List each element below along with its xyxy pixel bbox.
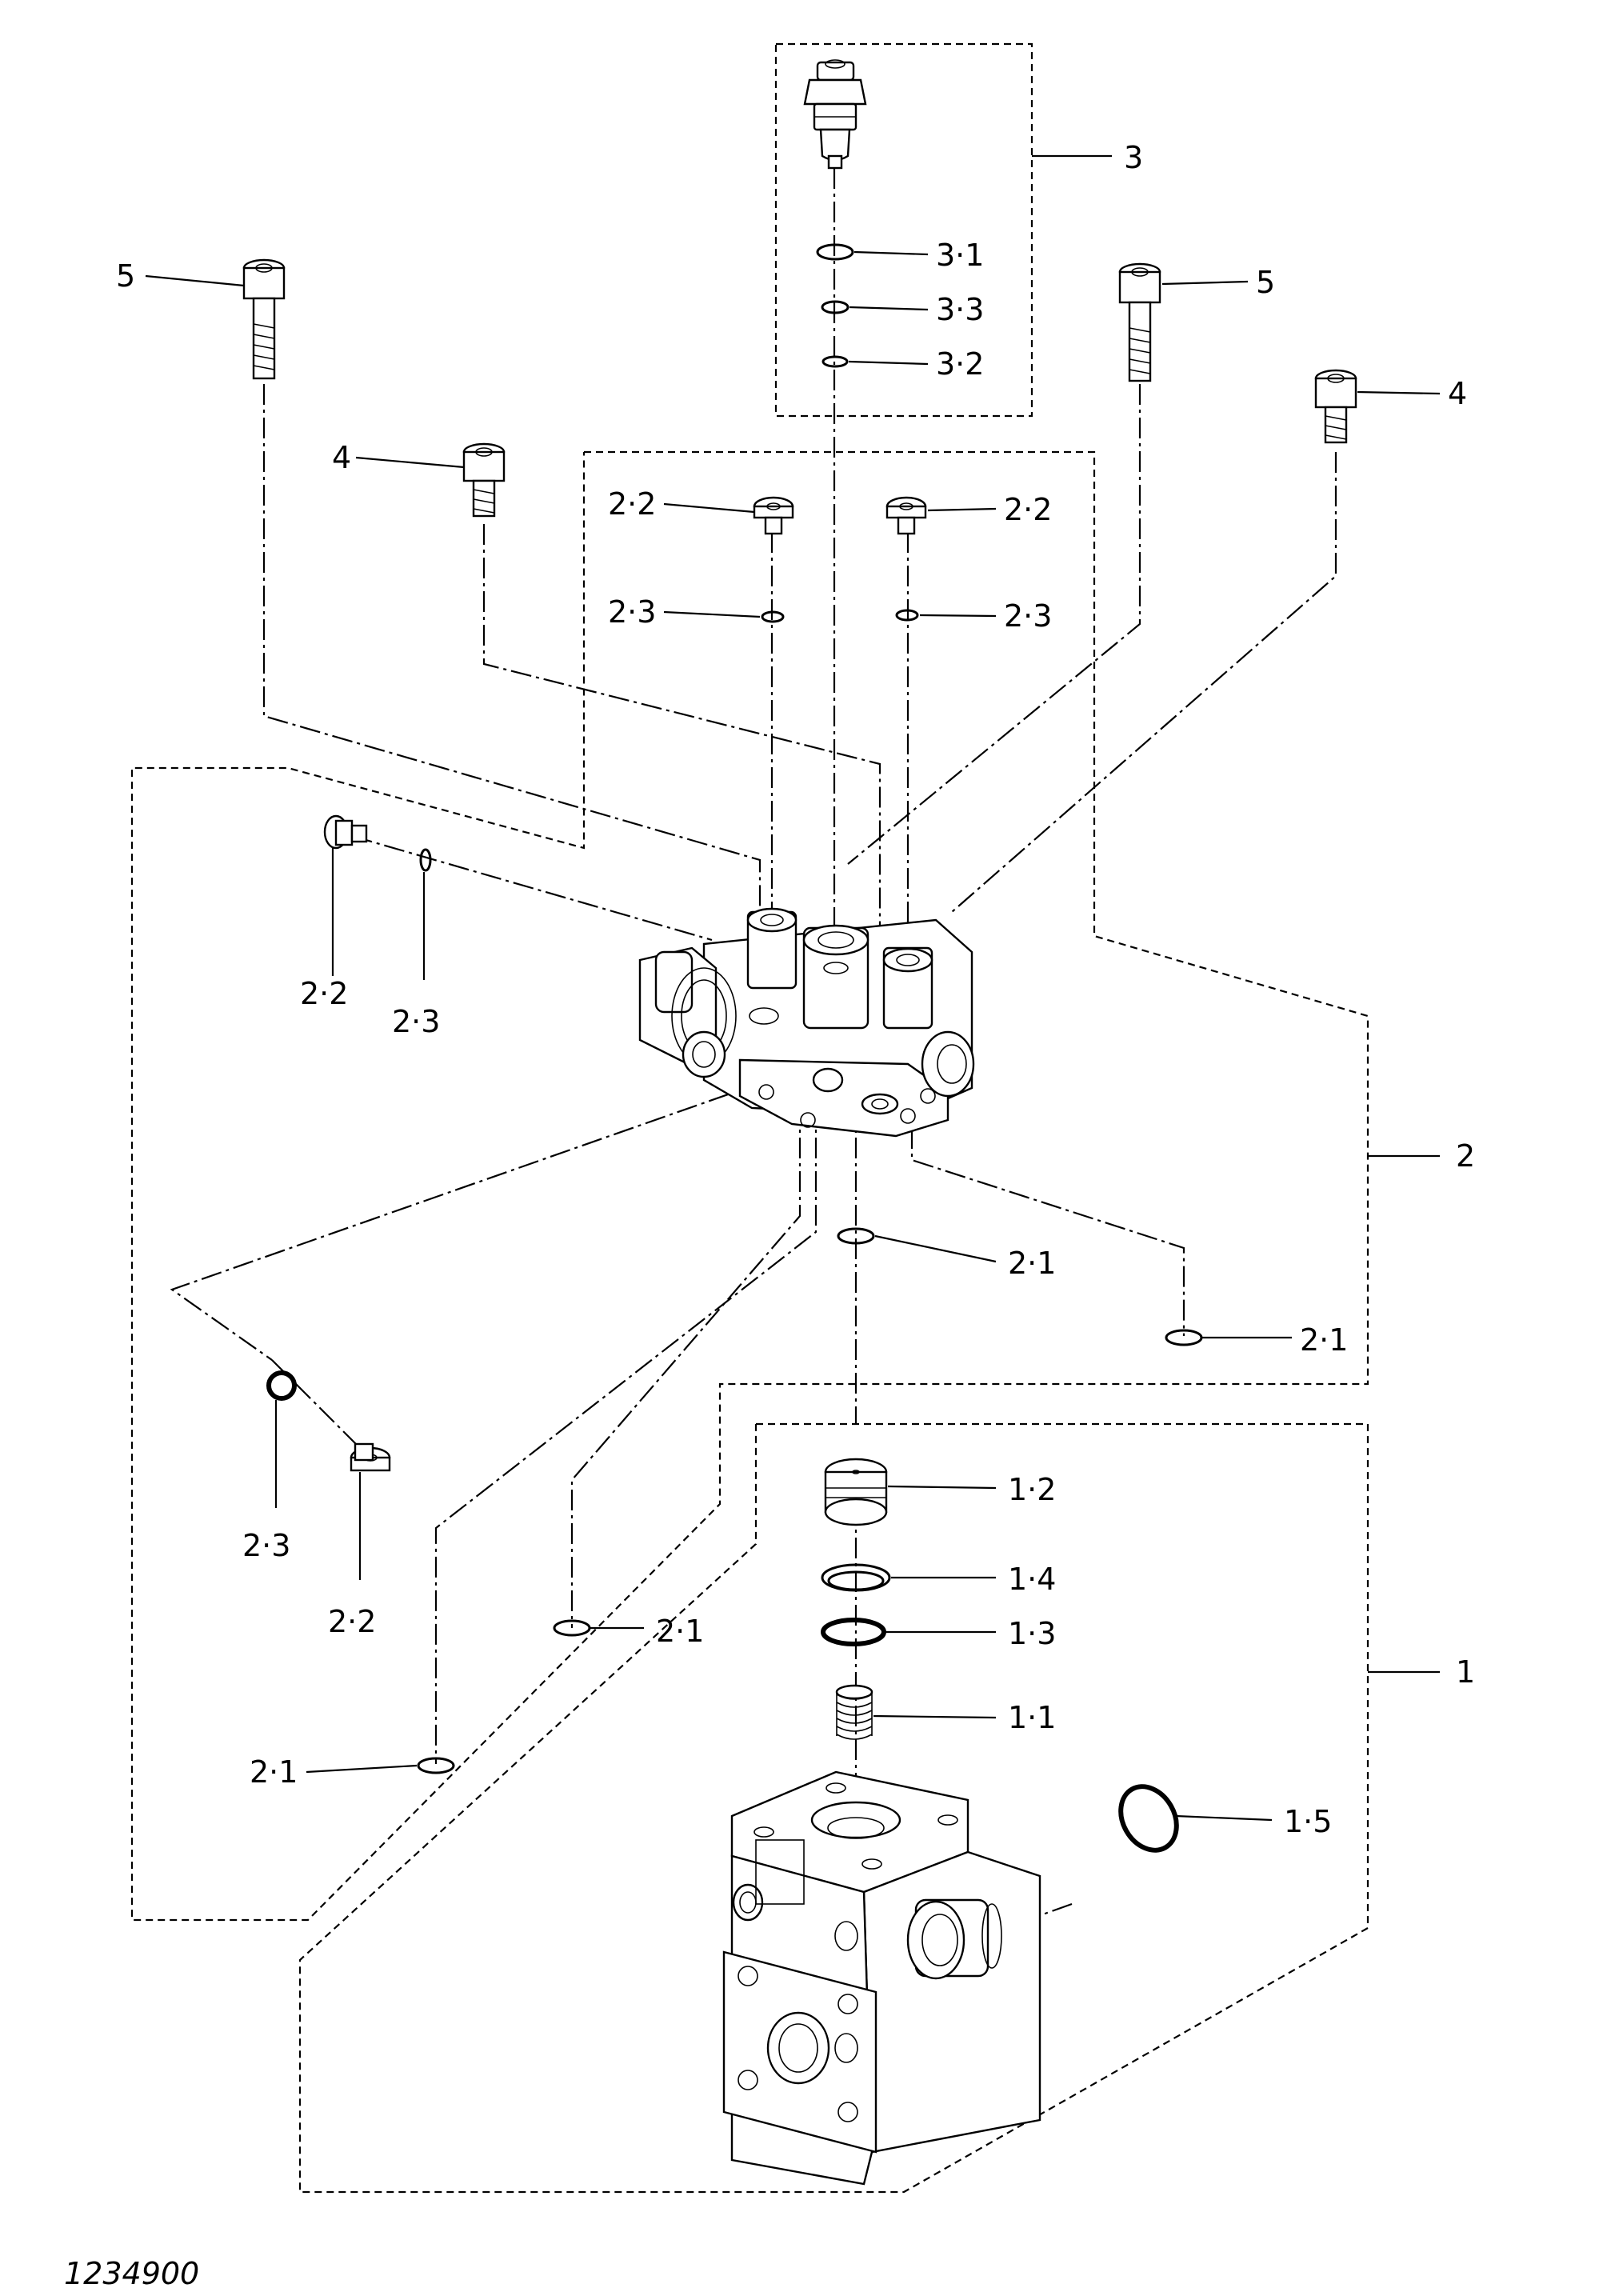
seal-2-3-top-left xyxy=(761,610,785,623)
o-ring-3-2 xyxy=(821,355,849,368)
o-ring-2-1-right xyxy=(1165,1329,1203,1346)
callout-1-3: 1·3 xyxy=(1008,1616,1056,1651)
plug-2-2-lower-left xyxy=(350,1442,391,1472)
seal-2-3-lower-left xyxy=(266,1370,297,1401)
callout-2: 2 xyxy=(1456,1138,1475,1174)
seal-2-3-side-left xyxy=(419,848,432,872)
callout-1: 1 xyxy=(1456,1654,1475,1690)
o-ring-1-3 xyxy=(821,1618,886,1646)
callout-4-left: 4 xyxy=(332,440,351,475)
callout-2-3-side-left: 2·3 xyxy=(392,1004,440,1039)
callout-1-2: 1·2 xyxy=(1008,1472,1056,1507)
callout-3-3: 3·3 xyxy=(936,292,984,327)
o-ring-3-1 xyxy=(816,243,854,261)
callout-2-3-lower-left: 2·3 xyxy=(242,1528,290,1563)
o-ring-2-1-middle xyxy=(553,1619,591,1637)
callout-2-2-lower-left: 2·2 xyxy=(328,1604,376,1639)
plug-2-2-top-right xyxy=(885,496,927,535)
backup-ring-1-4-inner xyxy=(827,1570,885,1591)
group-3-boundary xyxy=(774,42,1033,418)
seal-2-3-top-right xyxy=(895,609,919,622)
callout-2-2-side-left: 2·2 xyxy=(300,976,348,1011)
spring-1-1 xyxy=(835,1684,873,1740)
o-ring-2-1-center xyxy=(837,1227,875,1245)
piston-1-2 xyxy=(824,1458,888,1526)
figure-number: 1234900 xyxy=(64,2256,199,2291)
callout-5-right: 5 xyxy=(1256,265,1275,300)
callout-2-3-top-right: 2·3 xyxy=(1004,598,1052,634)
bolt-4-right xyxy=(1314,369,1357,444)
callout-1-4: 1·4 xyxy=(1008,1562,1056,1597)
plug-2-2-side-left xyxy=(323,814,368,850)
callout-3-2: 3·2 xyxy=(936,346,984,382)
valve-block-body xyxy=(638,907,975,1138)
plug-2-2-top-left xyxy=(753,496,794,535)
callout-2-1-middle: 2·1 xyxy=(656,1614,704,1649)
callout-2-1-center: 2·1 xyxy=(1008,1246,1056,1281)
callout-2-3-top-left: 2·3 xyxy=(608,594,656,630)
group-1-boundary xyxy=(298,1422,1369,2194)
callout-2-2-top-left: 2·2 xyxy=(608,486,656,522)
leader-lines xyxy=(145,154,1441,1822)
callout-3: 3 xyxy=(1124,140,1143,175)
group-2-boundary xyxy=(130,450,1369,1922)
callout-4-right: 4 xyxy=(1448,376,1467,411)
callout-1-5: 1·5 xyxy=(1284,1804,1332,1839)
callout-2-1-right: 2·1 xyxy=(1300,1322,1348,1358)
callout-1-1: 1·1 xyxy=(1008,1700,1056,1735)
bolt-5-right xyxy=(1118,262,1161,382)
o-ring-3-3 xyxy=(821,300,849,314)
housing-body xyxy=(722,1770,1041,2186)
callout-2-1-lower: 2·1 xyxy=(250,1754,298,1790)
o-ring-1-5 xyxy=(1118,1784,1179,1853)
callout-2-2-top-right: 2·2 xyxy=(1004,492,1052,527)
o-ring-2-1-lower xyxy=(417,1757,455,1774)
bolt-4-left xyxy=(462,442,506,518)
callout-3-1: 3·1 xyxy=(936,238,984,273)
bolt-5-left xyxy=(242,258,286,380)
callout-5-left: 5 xyxy=(116,258,135,294)
cartridge-valve xyxy=(803,59,867,170)
